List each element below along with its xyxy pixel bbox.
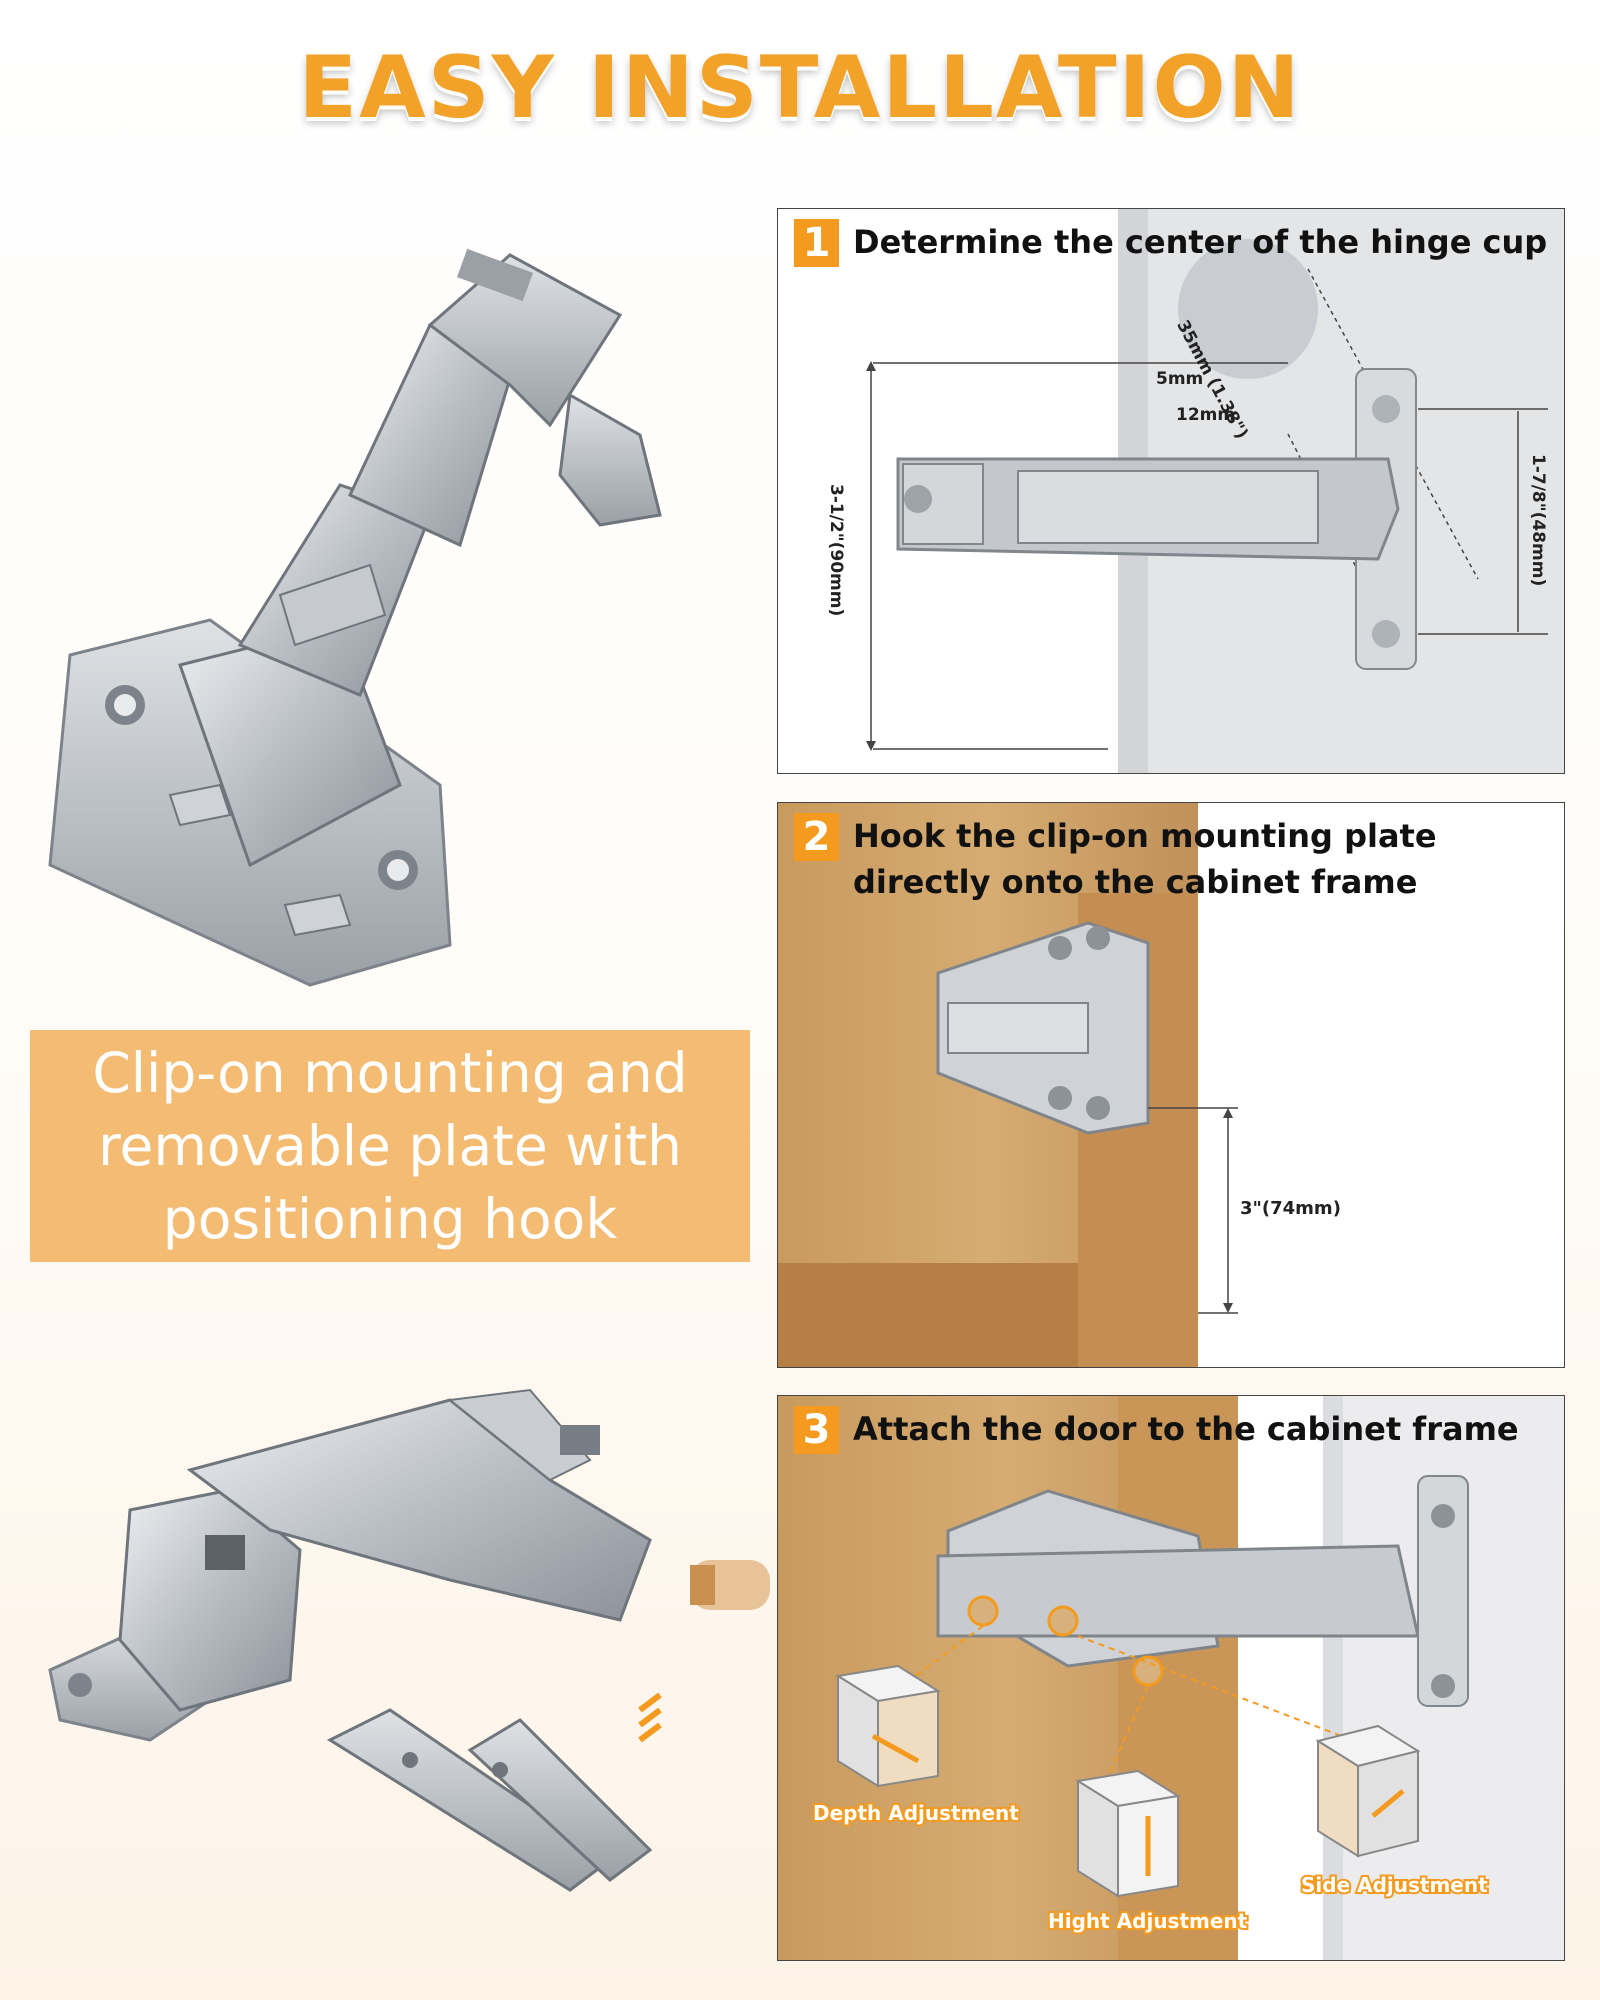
step-3-panel: Depth Adjustment Hight Adjustment Side A… xyxy=(777,1395,1565,1961)
step-2-text: Hook the clip-on mounting plate directly… xyxy=(853,817,1437,901)
dim-height: 3-1/2"(90mm) xyxy=(826,484,846,617)
dim-depth: 12mm xyxy=(1176,405,1236,425)
label-depth-adjustment: Depth Adjustment xyxy=(813,1801,1019,1825)
side-adjustment-cube xyxy=(1315,1724,1421,1858)
hinge-image-open xyxy=(48,248,662,987)
label-height-adjustment: Hight Adjustment xyxy=(1048,1909,1248,1933)
hinge-cup-diagram xyxy=(866,209,1564,773)
height-adjustment-cube xyxy=(1075,1769,1181,1898)
hinge-image-closed xyxy=(48,1388,770,1892)
depth-adjustment-cube xyxy=(835,1664,941,1788)
step-1-text: Determine the center of the hinge cup xyxy=(853,223,1548,261)
feature-caption: Clip-on mounting and removable plate wit… xyxy=(30,1030,750,1262)
label-side-adjustment: Side Adjustment xyxy=(1301,1873,1488,1897)
dim-plate-height: 3"(74mm) xyxy=(1240,1198,1341,1219)
dim-screw-spacing: 1-7/8"(48mm) xyxy=(1528,454,1548,587)
dim-offset: 5mm xyxy=(1156,369,1204,389)
step-1-number: 1 xyxy=(794,219,839,267)
page-title: EASY INSTALLATION xyxy=(298,38,1302,138)
step-1-panel: 1 Determine the center of the hinge cup … xyxy=(777,208,1565,774)
step-3-number: 3 xyxy=(794,1406,839,1454)
door-attach-diagram: Depth Adjustment Hight Adjustment Side A… xyxy=(778,1396,1564,1960)
step-2-number: 2 xyxy=(794,813,839,861)
step-2-panel: 2 Hook the clip-on mounting plate direct… xyxy=(777,802,1565,1368)
feature-caption-text: Clip-on mounting and removable plate wit… xyxy=(92,1040,688,1251)
mounting-plate-diagram xyxy=(778,803,1564,1367)
step-3-text: Attach the door to the cabinet frame xyxy=(853,1410,1519,1448)
